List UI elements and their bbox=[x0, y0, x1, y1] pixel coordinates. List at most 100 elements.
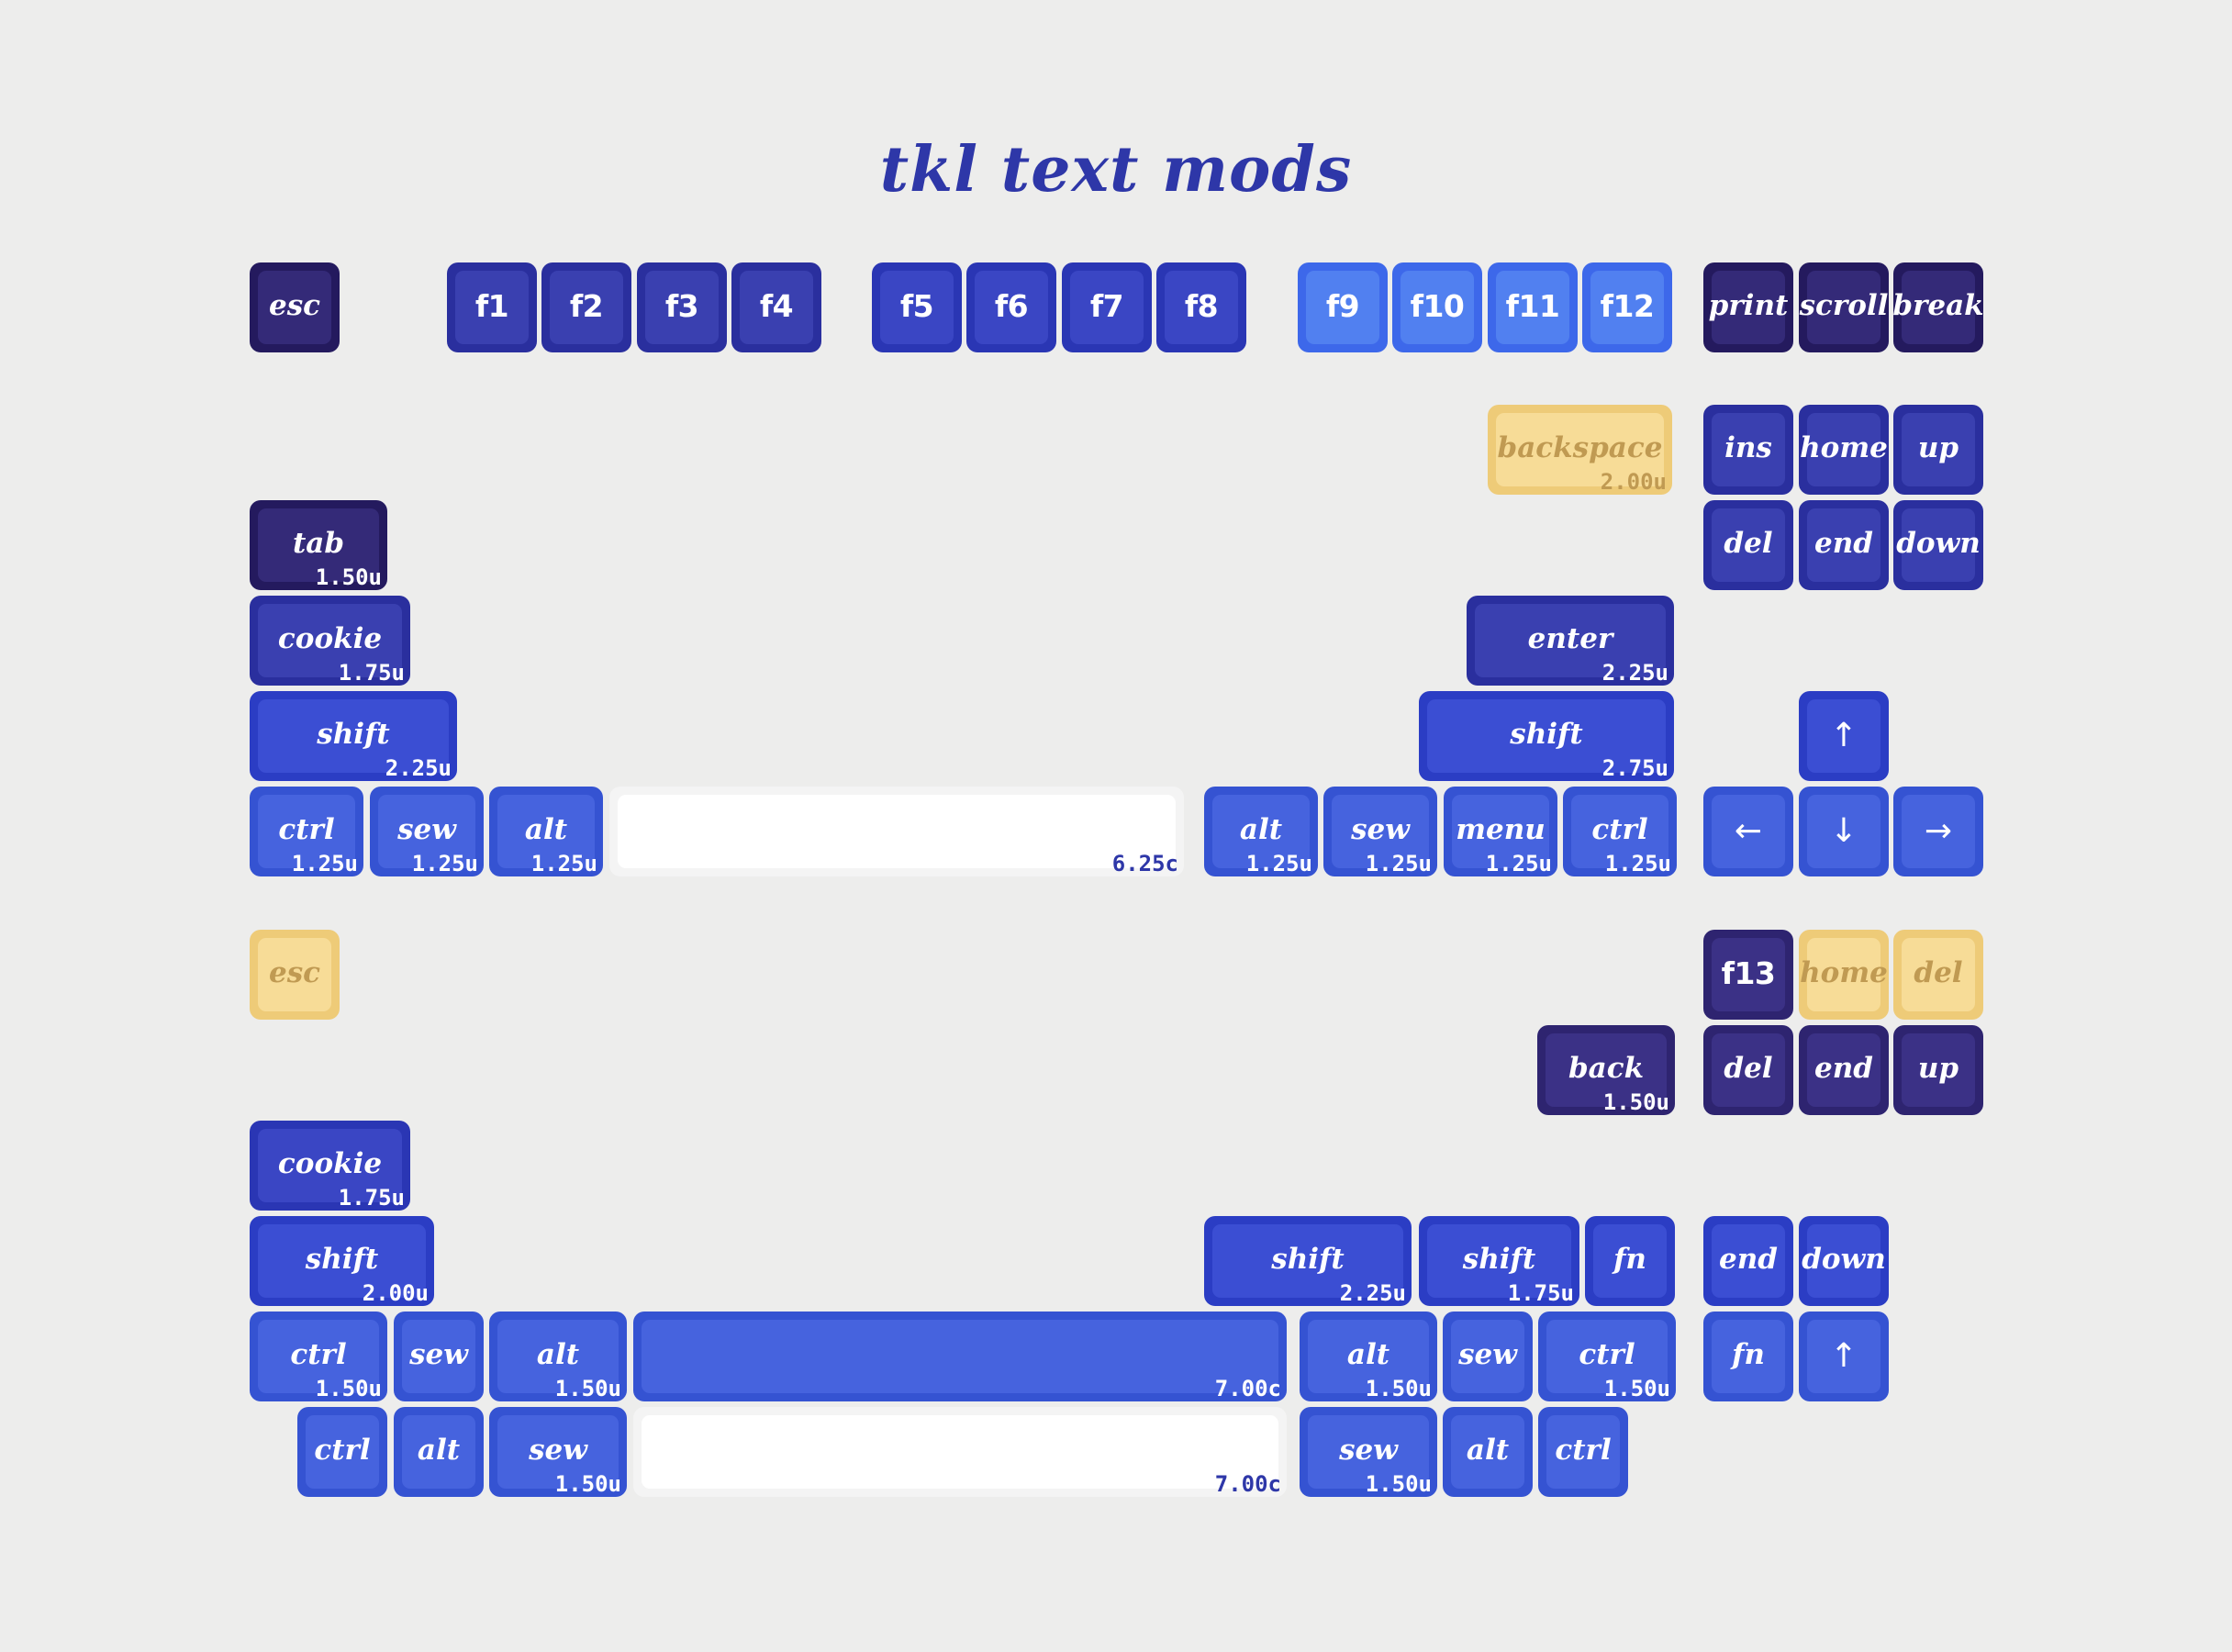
keycap-del[interactable]: del bbox=[1703, 1025, 1793, 1115]
keycap-top: fn bbox=[1712, 1320, 1785, 1393]
keycap-down[interactable]: down bbox=[1893, 500, 1983, 590]
keycap-esc[interactable]: esc bbox=[250, 930, 340, 1020]
keycap-f4[interactable]: f4 bbox=[731, 262, 821, 352]
keycap-f8[interactable]: f8 bbox=[1156, 262, 1246, 352]
keycap-f2[interactable]: f2 bbox=[541, 262, 631, 352]
keycap-f11[interactable]: f11 bbox=[1488, 262, 1578, 352]
keycap-top: ctrl bbox=[1546, 1415, 1620, 1489]
keycap-f7[interactable]: f7 bbox=[1062, 262, 1152, 352]
keycap-legend: del bbox=[1914, 955, 1963, 989]
keycap-legend: ctrl bbox=[1579, 1337, 1635, 1371]
keycap-f9[interactable]: f9 bbox=[1298, 262, 1388, 352]
keycap-[interactable]: ← bbox=[1703, 787, 1793, 876]
keycap-legend: sew bbox=[1458, 1337, 1517, 1371]
keycap-spacebar[interactable]: 7.00c bbox=[633, 1312, 1287, 1401]
keycap-up[interactable]: up bbox=[1893, 1025, 1983, 1115]
keycap-f3[interactable]: f3 bbox=[637, 262, 727, 352]
keycap-sew[interactable]: sew bbox=[1443, 1312, 1533, 1401]
keycap-legend: f13 bbox=[1721, 954, 1776, 991]
keycap-size-label: 6.25c bbox=[1111, 851, 1178, 876]
keycap-alt[interactable]: alt bbox=[394, 1407, 484, 1497]
keycap-sew[interactable]: sew bbox=[394, 1312, 484, 1401]
keycap-legend: alt bbox=[1239, 812, 1283, 846]
keycap-[interactable]: → bbox=[1893, 787, 1983, 876]
keycap-legend: shift bbox=[305, 1242, 379, 1276]
keycap-end[interactable]: end bbox=[1799, 1025, 1889, 1115]
keycap-size-label: 1.50u bbox=[1602, 1089, 1669, 1115]
keycap-[interactable]: ↓ bbox=[1799, 787, 1889, 876]
keycap-end[interactable]: end bbox=[1799, 500, 1889, 590]
keycap-legend: tab bbox=[292, 526, 345, 560]
keycap-esc[interactable]: esc bbox=[250, 262, 340, 352]
keycap-home[interactable]: home bbox=[1799, 405, 1889, 495]
keycap-fn[interactable]: fn bbox=[1585, 1216, 1675, 1306]
keycap-legend: ctrl bbox=[314, 1433, 371, 1467]
keycap-end[interactable]: end bbox=[1703, 1216, 1793, 1306]
keycap-scroll[interactable]: scroll bbox=[1799, 262, 1889, 352]
keycap-top: backspace bbox=[1496, 413, 1664, 486]
keycap-del[interactable]: del bbox=[1703, 500, 1793, 590]
keycap-del[interactable]: del bbox=[1893, 930, 1983, 1020]
keycap-alt[interactable]: alt bbox=[1443, 1407, 1533, 1497]
keycap-top: f2 bbox=[550, 271, 623, 344]
keycap-legend: f3 bbox=[664, 287, 699, 324]
keycap-f12[interactable]: f12 bbox=[1582, 262, 1672, 352]
keycap-top: sew bbox=[1308, 1415, 1429, 1489]
keycap-spacebar[interactable]: 7.00c bbox=[633, 1407, 1287, 1497]
keycap-legend: end bbox=[1814, 526, 1873, 560]
keycap-home[interactable]: home bbox=[1799, 930, 1889, 1020]
keycap-down[interactable]: down bbox=[1799, 1216, 1889, 1306]
keycap-f5[interactable]: f5 bbox=[872, 262, 962, 352]
keycap-f13[interactable]: f13 bbox=[1703, 930, 1793, 1020]
keycap-up[interactable]: up bbox=[1893, 405, 1983, 495]
keycap-ins[interactable]: ins bbox=[1703, 405, 1793, 495]
keycap-top bbox=[618, 795, 1176, 868]
keycap-top: scroll bbox=[1800, 271, 1888, 344]
keycap-ctrl[interactable]: ctrl bbox=[297, 1407, 387, 1497]
keycap-top: menu bbox=[1452, 795, 1549, 868]
keycap-f1[interactable]: f1 bbox=[447, 262, 537, 352]
keycap-[interactable]: ↑ bbox=[1799, 691, 1889, 781]
keycap-spacebar[interactable]: 6.25c bbox=[609, 787, 1184, 876]
keycap-legend: esc bbox=[268, 955, 321, 989]
keycap-top: f9 bbox=[1306, 271, 1379, 344]
keycap-arrow-icon: ↑ bbox=[1829, 1337, 1858, 1375]
keycap-f10[interactable]: f10 bbox=[1392, 262, 1482, 352]
keycap-top: shift bbox=[258, 1224, 426, 1298]
keycap-legend: shift bbox=[317, 717, 390, 751]
keycap-legend: sew bbox=[529, 1433, 587, 1467]
keycap-break[interactable]: break bbox=[1892, 262, 1984, 352]
keycap-print[interactable]: print bbox=[1703, 262, 1793, 352]
keycap-ctrl[interactable]: ctrl bbox=[1538, 1407, 1628, 1497]
keycap-f6[interactable]: f6 bbox=[966, 262, 1056, 352]
keycap-[interactable]: ↑ bbox=[1799, 1312, 1889, 1401]
keycap-fn[interactable]: fn bbox=[1703, 1312, 1793, 1401]
keycap-top: ctrl bbox=[1546, 1320, 1668, 1393]
keycap-top: ctrl bbox=[1571, 795, 1668, 868]
keycap-legend: alt bbox=[536, 1337, 580, 1371]
